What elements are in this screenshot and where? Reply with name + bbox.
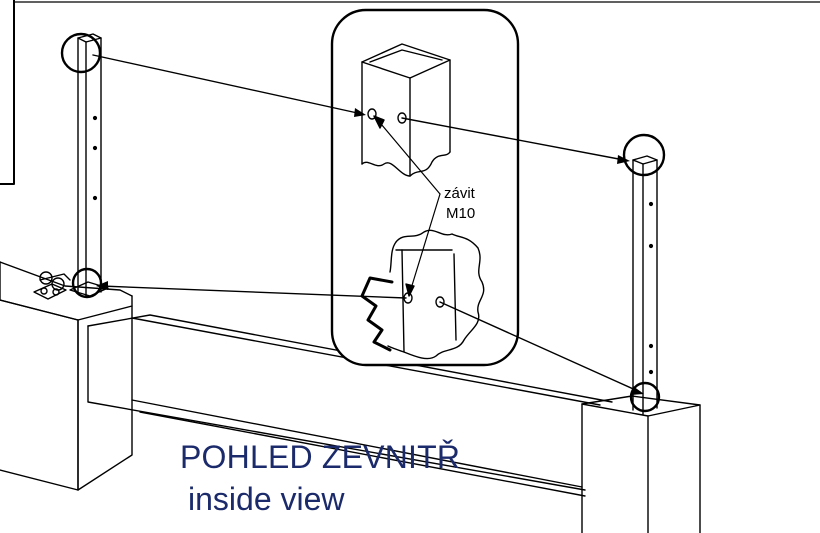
concrete-base (0, 261, 701, 533)
right-post-bottom-detail-circle (629, 381, 661, 413)
view-title-english: inside view (188, 481, 345, 517)
arrow-upper-hole-to-right-top (401, 117, 625, 161)
right-post-top-detail-circle (622, 133, 666, 177)
thread-label-leaders (375, 117, 441, 293)
arrow-left-top-to-upper-hole (92, 54, 363, 115)
left-post-bottom-detail-circle (71, 267, 103, 299)
middle-beam (87, 314, 613, 403)
arrowheads (96, 108, 644, 395)
lower-tube-detail (360, 229, 485, 360)
connection-arrows (92, 54, 641, 393)
leader-arrowhead-lower (405, 283, 415, 297)
right-post (632, 155, 658, 415)
left-post (69, 33, 109, 297)
thread-label-line2: M10 (446, 205, 476, 222)
detail-callout-box (330, 8, 520, 367)
leader-arrowhead-upper (373, 115, 385, 129)
cut-section-zigzag (360, 276, 394, 352)
left-post-top-detail-circle (60, 32, 102, 74)
frame-border (0, 0, 15, 185)
left-pillar-block (0, 261, 79, 491)
view-title-czech: POHLED ZEVNITŘ (180, 439, 461, 475)
roller-assembly (33, 271, 71, 300)
arrow-lower-hole-to-right-bottom (439, 301, 641, 393)
thread-label-line1: závit (444, 185, 475, 202)
arrow-left-bottom-to-lower-hole (100, 285, 407, 299)
